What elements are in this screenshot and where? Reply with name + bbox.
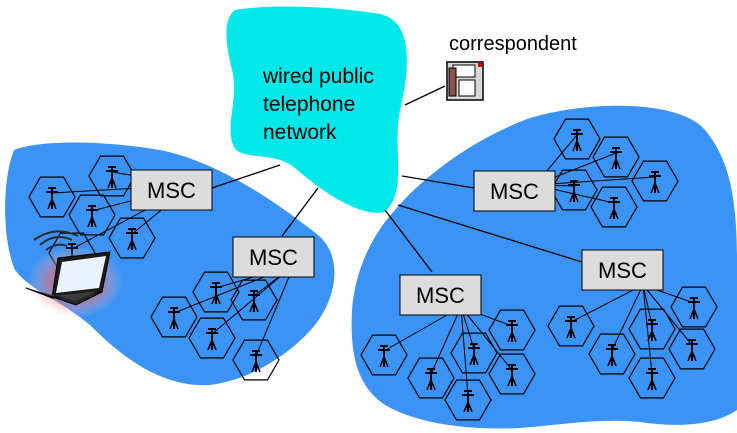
cell-hexagon <box>88 155 136 197</box>
cell-hexagon <box>553 118 601 160</box>
wireless-signal-icon <box>33 230 79 251</box>
network-links <box>211 85 583 273</box>
link-msc-4-cell <box>430 306 462 375</box>
msc-1: MSC <box>130 169 213 211</box>
cell-hexagon <box>360 334 408 376</box>
cell-hexagon <box>444 379 492 421</box>
link-msc-4-cell <box>460 306 513 371</box>
cell-hexagon <box>670 286 718 328</box>
cell-hexagon <box>590 186 638 228</box>
cloud-label-line-3: network <box>263 121 337 144</box>
cell-hexagon <box>628 308 676 350</box>
cell-hexagon <box>488 309 536 351</box>
telephone-icon <box>446 61 484 101</box>
cell-hexagon <box>230 279 278 321</box>
link-cloud-msc-4 <box>384 209 433 273</box>
cell-hexagon <box>68 194 116 236</box>
link-msc-4-cell <box>460 306 469 397</box>
cell-hexagon <box>108 217 156 259</box>
left-coverage-region <box>5 142 335 386</box>
cell-hexagon <box>488 353 536 395</box>
cell-hexagons <box>28 118 718 421</box>
link-cloud-msc-3 <box>401 175 475 189</box>
cloud-label-line-1: wired public <box>262 65 374 88</box>
cell-hexagon <box>188 317 236 359</box>
cell-hexagon <box>592 136 640 178</box>
cell-hexagon <box>232 339 280 381</box>
msc-3: MSC <box>473 170 556 212</box>
cell-hexagon <box>28 176 76 218</box>
cell-hexagon <box>150 296 198 338</box>
cloud-label: wired public telephone network <box>262 65 374 144</box>
link-cloud-msc-2 <box>281 187 319 237</box>
cell-hexagon <box>547 305 595 347</box>
link-msc-5-cell <box>611 284 644 351</box>
link-msc-5-cell <box>642 284 653 375</box>
link-msc-5-cell <box>642 284 653 326</box>
link-msc-5-cell <box>570 284 644 323</box>
telephone-network-cloud <box>226 6 407 213</box>
msc-5-label: MSC <box>598 258 647 283</box>
msc-4-label: MSC <box>416 283 465 308</box>
cell-hexagon <box>588 333 636 375</box>
link-cloud-msc-1 <box>211 164 281 189</box>
msc-2-label: MSC <box>249 245 298 270</box>
correspondent-label: correspondent <box>449 33 577 55</box>
cell-hexagon <box>407 357 455 399</box>
mobile-device <box>25 230 123 318</box>
laptop-icon <box>25 251 111 306</box>
msc-1-label: MSC <box>147 178 196 203</box>
msc-4: MSC <box>399 274 482 316</box>
cell-hexagon <box>450 332 498 374</box>
link-msc-5-cell <box>642 284 693 346</box>
link-cloud-msc-5 <box>397 204 583 263</box>
link-cloud-correspondent <box>404 85 446 106</box>
right-coverage-region <box>351 105 737 429</box>
link-msc-2-cell <box>255 264 295 357</box>
msc-3-label: MSC <box>490 179 539 204</box>
cell-hexagon <box>628 357 676 399</box>
msc-5: MSC <box>581 249 664 291</box>
cell-hexagon <box>631 160 679 202</box>
cell-hexagon <box>192 271 240 313</box>
cloud-label-line-2: telephone <box>263 93 355 116</box>
cell-hexagon <box>668 328 716 370</box>
msc-2: MSC <box>232 236 315 278</box>
